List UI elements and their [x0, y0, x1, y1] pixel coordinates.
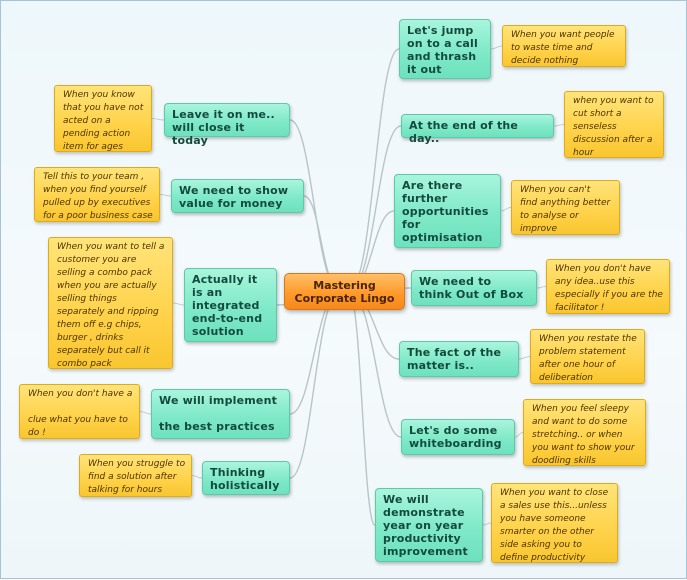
connector-line — [348, 290, 402, 438]
note-implement-best-practices: When you don't have a clue what you have… — [19, 384, 140, 439]
note-connector-line — [553, 124, 565, 127]
note-show-value-for-money: Tell this to your team , when you find y… — [34, 167, 160, 222]
topic-demonstrate-productivity[interactable]: We will demonstrate year on year product… — [375, 488, 483, 562]
topic-thinking-holistically[interactable]: Thinking holistically — [202, 461, 290, 495]
note-fact-of-the-matter: When you restate the problem statement a… — [530, 329, 645, 384]
note-whiteboarding: When you feel sleepy and want to do some… — [523, 399, 646, 466]
note-jump-on-a-call: When you want people to waste time and d… — [502, 25, 626, 67]
connector-line — [347, 290, 376, 526]
note-further-opportunities: When you can't find anything better to a… — [511, 180, 620, 235]
topic-integrated-solution[interactable]: Actually it is an integrated end-to-end … — [184, 268, 277, 342]
topic-jump-on-a-call[interactable]: Let's jump on to a call and thrash it ou… — [399, 19, 491, 79]
note-connector-line — [482, 522, 492, 526]
topic-end-of-the-day[interactable]: At the end of the day.. — [401, 114, 554, 145]
connector-line — [348, 48, 400, 293]
topic-implement-best-practices[interactable]: We will implement the best practices — [151, 389, 290, 439]
note-leave-it-on-me: When you know that you have not acted on… — [54, 85, 152, 152]
note-connector-line — [191, 475, 203, 479]
note-end-of-the-day: when you want to cut short a senseless d… — [564, 91, 664, 158]
note-connector-line — [151, 118, 165, 121]
topic-further-opportunities[interactable]: Are there further opportunities for opti… — [394, 174, 501, 248]
note-connector-line — [139, 411, 152, 415]
note-connector-line — [536, 286, 547, 289]
topic-think-out-of-box[interactable]: We need to think Out of Box — [411, 270, 537, 306]
note-think-out-of-box: When you don't have any idea..use this e… — [546, 259, 670, 314]
topic-whiteboarding[interactable]: Let's do some whiteboarding — [401, 419, 515, 455]
topic-fact-of-the-matter[interactable]: The fact of the matter is.. — [399, 341, 519, 377]
note-connector-line — [159, 194, 172, 197]
connector-line — [289, 290, 341, 479]
note-connector-line — [514, 432, 524, 438]
note-connector-line — [500, 207, 512, 212]
note-demonstrate-productivity: When you want to close a sales use this.… — [491, 483, 618, 563]
topic-leave-it-on-me[interactable]: Leave it on me.. will close it today — [164, 103, 290, 147]
central-topic[interactable]: Mastering Corporate Lingo — [284, 273, 405, 310]
topic-show-value-for-money[interactable]: We need to show value for money — [171, 179, 304, 213]
note-connector-line — [518, 356, 531, 360]
note-integrated-solution: When you want to tell a customer you are… — [48, 237, 173, 369]
note-connector-line — [172, 302, 185, 306]
note-thinking-holistically: When you struggle to find a solution aft… — [79, 454, 192, 497]
note-connector-line — [490, 45, 503, 50]
